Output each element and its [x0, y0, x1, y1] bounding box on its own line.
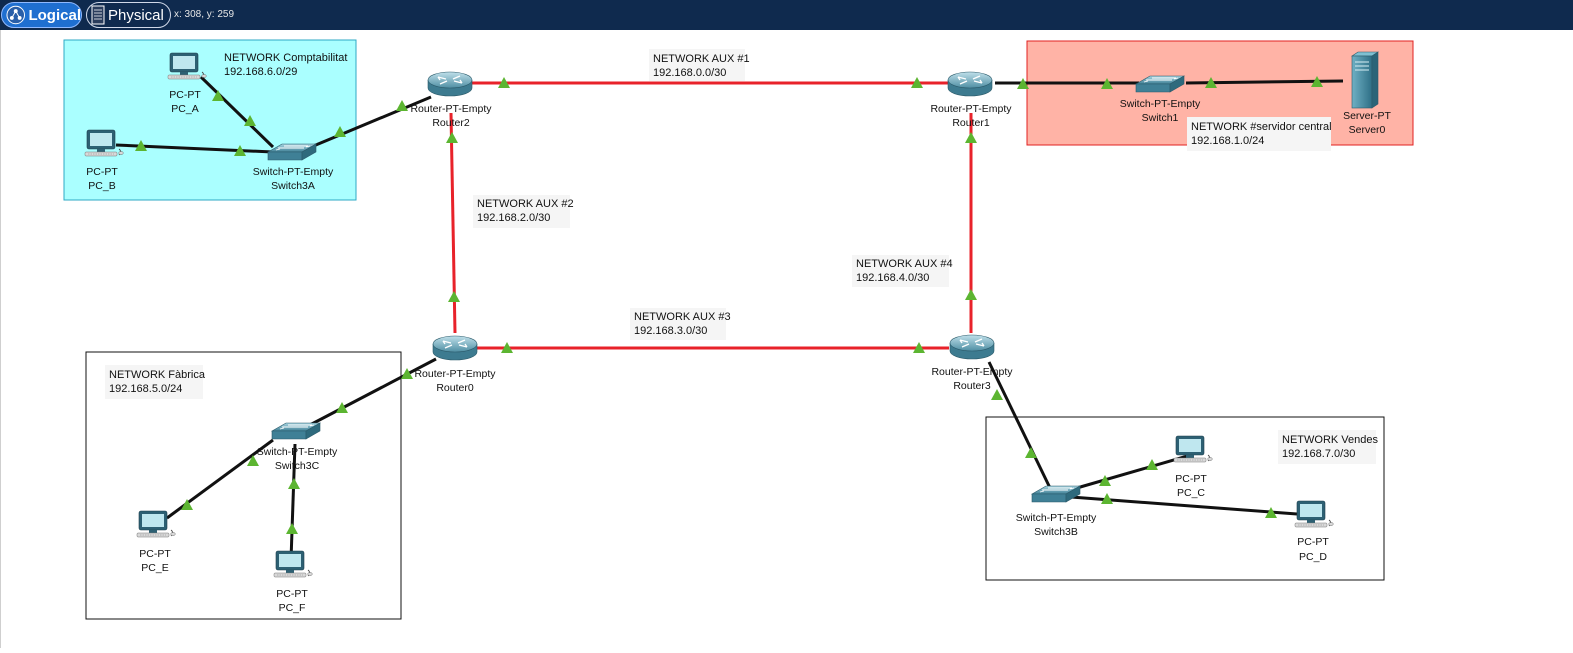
link-up-icon [396, 100, 408, 111]
link-up-icon [965, 132, 977, 143]
pc-a-name: PC_A [171, 103, 198, 115]
link-router0-switch3c[interactable] [305, 357, 437, 429]
server-icon [1351, 51, 1379, 109]
pc-icon [273, 550, 313, 578]
router2[interactable]: Router-PT-Empty Router2 [410, 71, 492, 129]
tab-logical-label: Logical [28, 6, 81, 24]
link-router2-switch3a[interactable] [310, 95, 432, 149]
switch1[interactable]: Switch-PT-Empty Switch1 [1120, 75, 1201, 124]
server0-model: Server-PT [1343, 110, 1391, 122]
router-icon [947, 71, 993, 97]
pc-f[interactable]: PC-PT PC_F [273, 550, 313, 614]
area-vendes[interactable] [985, 416, 1385, 581]
router3-name: Router3 [953, 380, 991, 392]
router-icon [432, 335, 478, 361]
router0[interactable]: Router-PT-Empty Router0 [414, 335, 496, 394]
router1-name: Router1 [952, 117, 990, 129]
router1-model: Router-PT-Empty [930, 103, 1012, 115]
aux3-title[interactable]: NETWORK AUX #3 [634, 311, 731, 323]
pc-e-name: PC_E [141, 562, 168, 574]
switch3a-name: Switch3A [271, 180, 315, 192]
area-vendes-subnet[interactable]: 192.168.7.0/30 [1282, 448, 1355, 460]
router-icon [427, 71, 473, 97]
link-switch3c-pcf[interactable] [289, 443, 297, 561]
pc-b-name: PC_B [88, 180, 115, 192]
link-up-icon [448, 291, 460, 302]
pc-d-model: PC-PT [1297, 536, 1329, 548]
router3[interactable]: Router-PT-Empty Router3 [931, 334, 1013, 392]
aux1-subnet[interactable]: 192.168.0.0/30 [653, 67, 726, 79]
link-up-icon [1025, 447, 1037, 458]
pc-a-model: PC-PT [169, 89, 201, 101]
link-up-icon [965, 289, 977, 300]
server0-name: Server0 [1349, 124, 1386, 136]
logical-workspace[interactable]: NETWORK Comptabilitat 192.168.6.0/29 NET… [0, 30, 1573, 648]
logical-view-icon [6, 5, 25, 25]
pc-c-model: PC-PT [1175, 473, 1207, 485]
switch1-name: Switch1 [1142, 112, 1179, 124]
switch3b-name: Switch3B [1034, 526, 1078, 538]
pc-icon [1294, 500, 1334, 528]
aux1-title[interactable]: NETWORK AUX #1 [653, 53, 750, 65]
tab-logical[interactable]: Logical [1, 2, 82, 28]
link-up-icon [288, 478, 300, 489]
aux2-title[interactable]: NETWORK AUX #2 [477, 198, 574, 210]
pc-c-name: PC_C [1177, 487, 1205, 499]
rack-icon [91, 5, 105, 25]
switch3c-name: Switch3C [275, 460, 320, 472]
pc-d[interactable]: PC-PT PC_D [1294, 500, 1334, 563]
area-servidor-title[interactable]: NETWORK #servidor central [1191, 121, 1332, 133]
link-router3-switch3b[interactable] [987, 361, 1053, 491]
pc-a[interactable]: PC-PT PC_A [167, 52, 207, 115]
pc-f-model: PC-PT [276, 588, 308, 600]
router1[interactable]: Router-PT-Empty Router1 [930, 71, 1012, 129]
switch-icon [1031, 485, 1081, 503]
area-servidor-subnet[interactable]: 192.168.1.0/24 [1191, 135, 1264, 147]
switch-icon [271, 422, 321, 440]
link-switch3b-pcc[interactable] [1062, 453, 1192, 494]
area-comptabilitat-subnet[interactable]: 192.168.6.0/29 [224, 66, 297, 78]
switch3a-model: Switch-PT-Empty [253, 166, 334, 178]
pc-b[interactable]: PC-PT PC_B [84, 129, 124, 192]
topbar: Logical Physical x: 308, y: 259 [0, 0, 1573, 30]
tab-physical-label: Physical [108, 6, 164, 24]
switch3c-model: Switch-PT-Empty [257, 446, 338, 458]
pc-e[interactable]: PC-PT PC_E [136, 510, 176, 574]
switch3a[interactable]: Switch-PT-Empty Switch3A [253, 143, 334, 192]
tab-physical[interactable]: Physical [86, 2, 171, 28]
area-fabrica-subnet[interactable]: 192.168.5.0/24 [109, 383, 182, 395]
router-icon [949, 334, 995, 360]
aux4-subnet[interactable]: 192.168.4.0/30 [856, 272, 929, 284]
pc-e-model: PC-PT [139, 548, 171, 560]
router2-name: Router2 [432, 117, 470, 129]
link-up-icon [991, 389, 1003, 400]
aux4-title[interactable]: NETWORK AUX #4 [856, 258, 953, 270]
pc-icon [1173, 435, 1213, 463]
server0[interactable]: Server-PT Server0 [1343, 51, 1392, 136]
switch3b-model: Switch-PT-Empty [1016, 512, 1097, 524]
link-up-icon [446, 132, 458, 143]
pc-f-name: PC_F [279, 602, 306, 614]
pc-d-name: PC_D [1299, 551, 1327, 563]
link-up-icon [286, 523, 298, 534]
area-vendes-title[interactable]: NETWORK Vendes [1282, 434, 1378, 446]
pc-b-model: PC-PT [86, 166, 118, 178]
pc-c[interactable]: PC-PT PC_C [1173, 435, 1213, 499]
switch3c[interactable]: Switch-PT-Empty Switch3C [257, 422, 338, 472]
area-fabrica[interactable] [85, 351, 402, 620]
topology-diagram[interactable]: NETWORK Comptabilitat 192.168.6.0/29 NET… [1, 30, 1573, 648]
switch1-model: Switch-PT-Empty [1120, 98, 1201, 110]
router3-model: Router-PT-Empty [931, 366, 1013, 378]
aux3-subnet[interactable]: 192.168.3.0/30 [634, 325, 707, 337]
cursor-coordinates: x: 308, y: 259 [174, 9, 235, 20]
router0-model: Router-PT-Empty [414, 368, 496, 380]
router0-name: Router0 [436, 382, 474, 394]
link-pca-switch3a[interactable] [199, 75, 275, 149]
area-fabrica-title[interactable]: NETWORK Fàbrica [109, 369, 206, 381]
router2-model: Router-PT-Empty [410, 103, 492, 115]
aux2-subnet[interactable]: 192.168.2.0/30 [477, 212, 550, 224]
switch3b[interactable]: Switch-PT-Empty Switch3B [1016, 485, 1097, 538]
area-comptabilitat-title[interactable]: NETWORK Comptabilitat [224, 52, 347, 64]
